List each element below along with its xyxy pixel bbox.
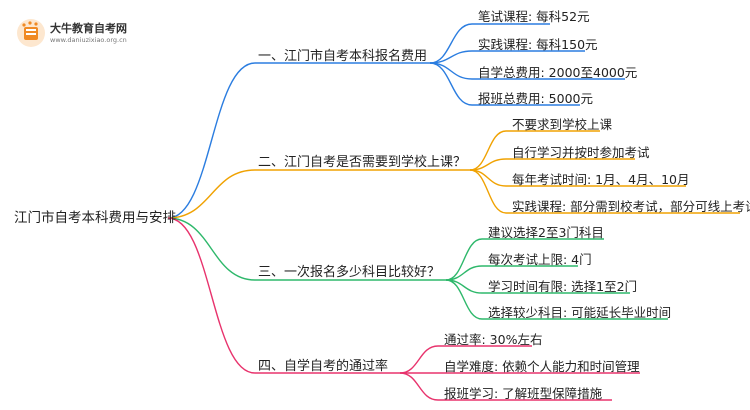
leaf-label: 不要求到学校上课 <box>512 117 613 132</box>
leaf-label: 通过率: 30%左右 <box>444 332 543 347</box>
leaf-label: 实践课程: 部分需到校考试，部分可线上考试 <box>512 199 750 214</box>
leaf-label: 实践课程: 每科150元 <box>478 37 598 52</box>
leaf-label: 每年考试时间: 1月、4月、10月 <box>512 172 690 187</box>
branch-to-leaf-connector <box>469 130 507 171</box>
branch-label: 四、自学自考的通过率 <box>258 359 389 374</box>
branch-to-leaf-connector <box>469 169 507 187</box>
leaf-label: 选择较少科目: 可能延长毕业时间 <box>488 305 672 320</box>
logo-title: 大牛教育自考网 <box>50 22 127 35</box>
branch-to-leaf-connector <box>445 279 483 320</box>
branch-to-leaf-connector <box>399 372 439 401</box>
leaf-label: 自学总费用: 2000至4000元 <box>478 65 638 80</box>
leaf-label: 自行学习并按时参加考试 <box>512 145 650 160</box>
leaf-label: 报班总费用: 5000元 <box>478 91 593 106</box>
branch-to-leaf-connector <box>445 238 483 281</box>
root-topic: 江门市自考本科费用与安排 <box>14 210 176 226</box>
branch-to-leaf-connector <box>399 345 439 374</box>
branch-to-leaf-connector <box>429 23 473 64</box>
branch-to-leaf-connector <box>469 169 507 214</box>
root-to-branch-connector <box>167 62 256 219</box>
branch-to-leaf-connector <box>429 62 473 106</box>
book-icon <box>17 19 45 47</box>
leaf-label: 学习时间有限: 选择1至2门 <box>488 279 638 294</box>
logo: 大牛教育自考网 www.daniuzixiao.org.cn <box>16 18 146 50</box>
root-to-branch-connector <box>167 169 256 219</box>
leaf-label: 笔试课程: 每科52元 <box>478 9 590 24</box>
branch-label: 二、江门自考是否需要到学校上课？ <box>258 155 467 170</box>
root-to-branch-connector <box>167 217 256 374</box>
leaf-label: 自学难度: 依赖个人能力和时间管理 <box>444 359 640 374</box>
root-to-branch-connector <box>167 217 256 281</box>
branch-label: 一、江门市自考本科报名费用 <box>258 49 428 64</box>
leaf-label: 报班学习: 了解班型保障措施 <box>444 386 603 401</box>
leaf-label: 每次考试上限: 4门 <box>488 252 592 267</box>
logo-url: www.daniuzixiao.org.cn <box>50 36 127 44</box>
branch-label: 三、一次报名多少科目比较好？ <box>258 265 441 280</box>
leaf-label: 建议选择2至3门科目 <box>488 225 604 240</box>
branch-to-leaf-connector <box>429 62 473 80</box>
